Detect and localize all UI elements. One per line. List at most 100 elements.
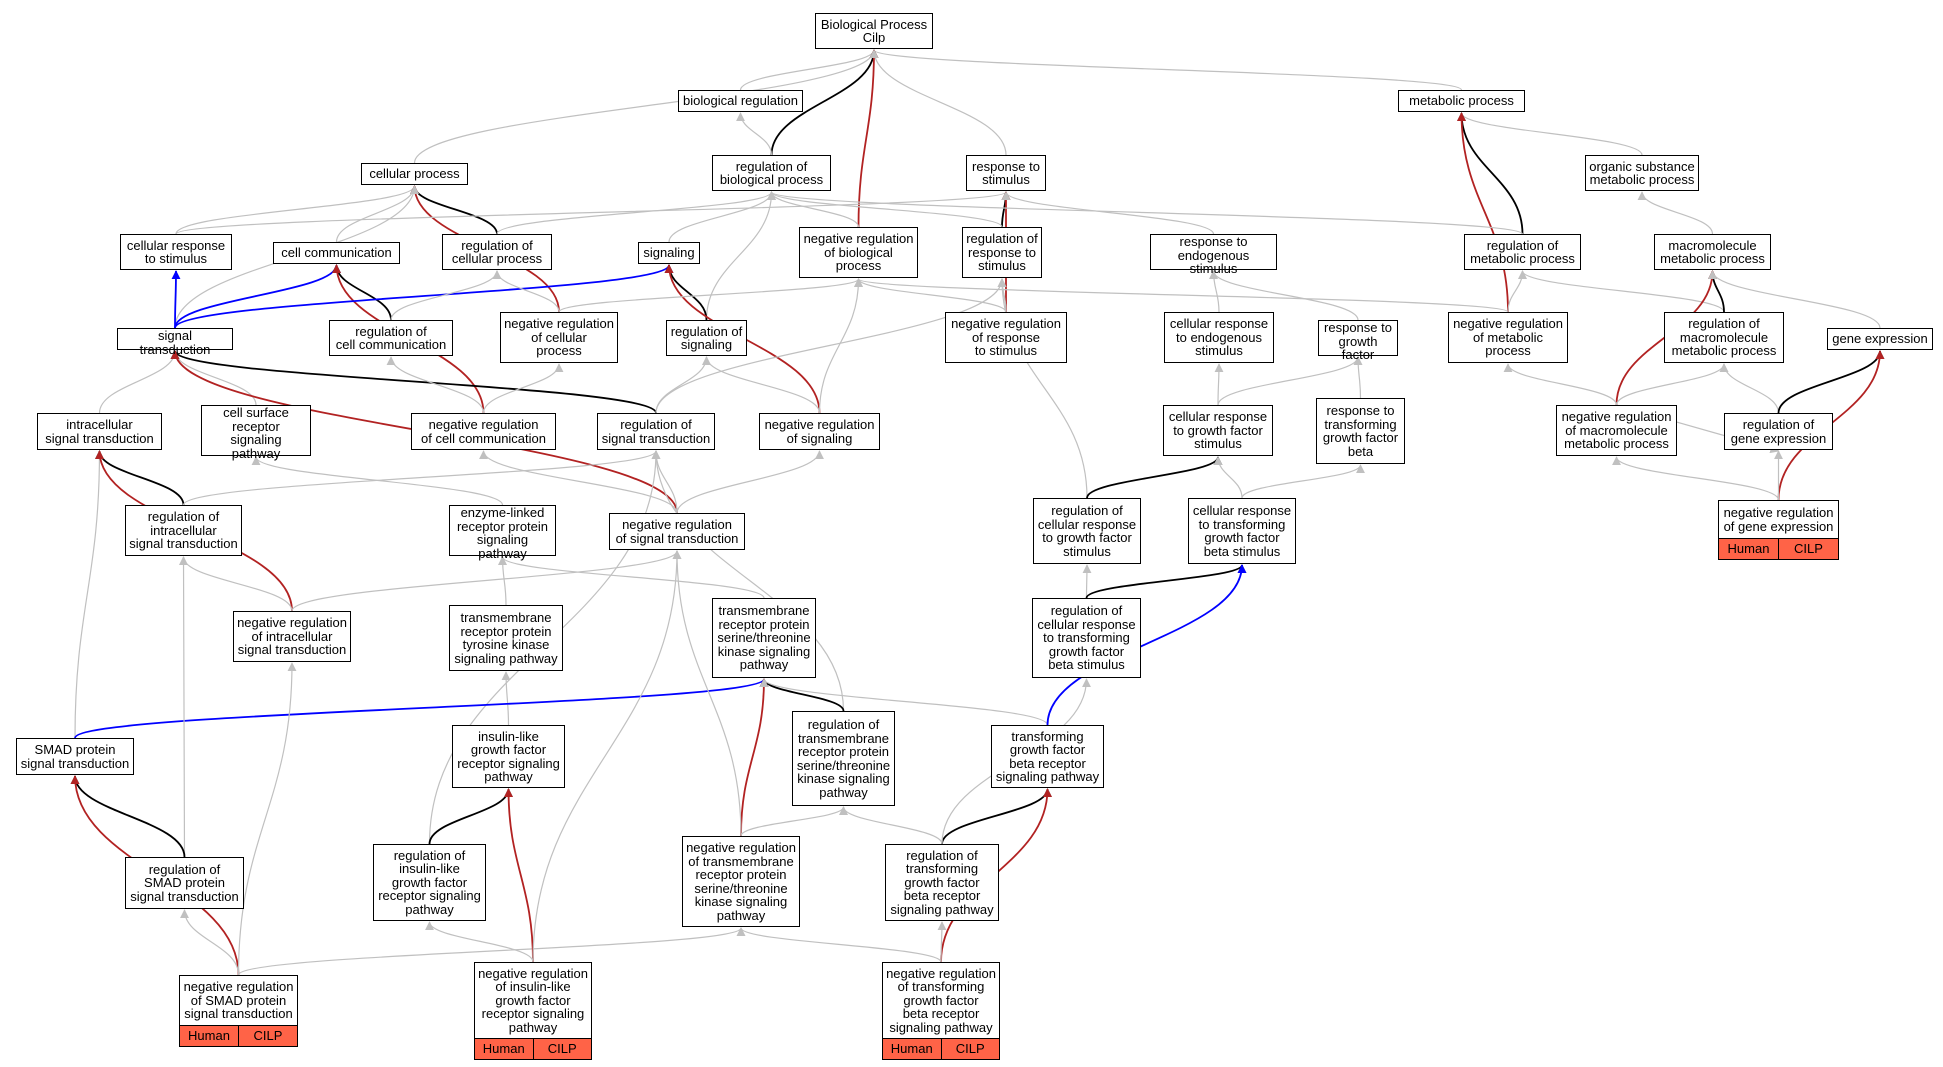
- go-term-node-cellular-process[interactable]: cellular process: [361, 163, 468, 185]
- go-term-node-negative-regulation-of-transmembrane-receptor-pr[interactable]: negative regulation of transmembrane rec…: [682, 836, 800, 927]
- go-term-node-regulation-of-cellular-response-to-transforming-[interactable]: regulation of cellular response to trans…: [1032, 598, 1141, 678]
- go-term-node-negative-regulation-of-smad-protein-signal-trans[interactable]: negative regulation of SMAD protein sign…: [179, 975, 298, 1047]
- edge-is-a: [179, 556, 293, 612]
- go-term-node-regulation-of-cellular-process[interactable]: regulation of cellular process: [442, 234, 552, 270]
- go-term-label: negative regulation of cellular process: [504, 316, 614, 359]
- edge-is-a: [1082, 564, 1092, 599]
- go-term-node-regulation-of-biological-process[interactable]: regulation of biological process: [712, 155, 831, 191]
- go-term-label: negative regulation of signaling: [764, 417, 875, 446]
- go-term-node-macromolecule-metabolic-process[interactable]: macromolecule metabolic process: [1654, 234, 1771, 270]
- go-term-label: regulation of intracellular signal trans…: [129, 509, 238, 552]
- go-term-node-negative-regulation-of-macromolecule-metabolic-p[interactable]: negative regulation of macromolecule met…: [1556, 405, 1677, 456]
- go-term-node-response-to-stimulus[interactable]: response to stimulus: [966, 155, 1046, 191]
- go-term-node-transforming-growth-factor-beta-receptor-signali[interactable]: transforming growth factor beta receptor…: [991, 725, 1104, 788]
- go-term-node-negative-regulation-of-intracellular-signal-tran[interactable]: negative regulation of intracellular sig…: [233, 611, 351, 662]
- go-term-node-cell-communication[interactable]: cell communication: [273, 242, 400, 264]
- go-term-label: cell communication: [281, 245, 392, 261]
- edge-is-a: [1719, 363, 1780, 414]
- edge-is-a: [335, 185, 419, 243]
- edge-is-a: [251, 456, 504, 506]
- go-term-node-negative-regulation-of-biological-process[interactable]: negative regulation of biological proces…: [799, 227, 918, 278]
- go-term-node-cellular-response-to-growth-factor-stimulus[interactable]: cellular response to growth factor stimu…: [1163, 405, 1273, 456]
- go-term-node-gene-expression[interactable]: gene expression: [1827, 328, 1933, 350]
- go-term-node-cellular-response-to-stimulus[interactable]: cellular response to stimulus: [120, 234, 232, 270]
- go-term-node-regulation-of-intracellular-signal-transduction[interactable]: regulation of intracellular signal trans…: [125, 505, 242, 556]
- go-term-node-negative-regulation-of-signaling[interactable]: negative regulation of signaling: [759, 413, 880, 450]
- edge-positively-regulates: [1046, 564, 1247, 726]
- go-term-node-organic-substance-metabolic-process[interactable]: organic substance metabolic process: [1585, 155, 1699, 191]
- go-term-label: signal transduction: [139, 328, 211, 357]
- edge-is-a: [651, 450, 845, 712]
- go-term-label: cellular response to stimulus: [126, 237, 226, 266]
- edge-is-a: [655, 278, 1007, 414]
- annotation-species: Human: [890, 1041, 933, 1057]
- edge-is-a: [676, 450, 824, 514]
- go-term-node-regulation-of-gene-expression[interactable]: regulation of gene expression: [1724, 413, 1833, 450]
- edge-negatively-regulates: [504, 788, 534, 963]
- edge-part-of: [170, 350, 657, 414]
- go-term-node-biological-regulation[interactable]: biological regulation: [678, 90, 803, 112]
- go-term-node-negative-regulation-of-cellular-process[interactable]: negative regulation of cellular process: [500, 312, 618, 363]
- go-term-label: negative regulation of intracellular sig…: [237, 615, 347, 658]
- go-term-node-regulation-of-smad-protein-signal-transduction[interactable]: regulation of SMAD protein signal transd…: [125, 857, 244, 909]
- edge-is-a: [1507, 270, 1527, 313]
- go-term-node-regulation-of-transmembrane-receptor-protein-ser[interactable]: regulation of transmembrane receptor pro…: [792, 711, 895, 806]
- go-term-node-negative-regulation-of-signal-transduction[interactable]: negative regulation of signal transducti…: [609, 513, 745, 550]
- go-term-label: regulation of cell communication: [335, 323, 447, 352]
- go-term-node-regulation-of-cell-communication[interactable]: regulation of cell communication: [329, 320, 453, 356]
- edge-is-a: [869, 49, 1007, 156]
- go-term-node-response-to-transforming-growth-factor-beta[interactable]: response to transforming growth factor b…: [1316, 398, 1405, 464]
- go-term-node-negative-regulation-of-insulin-like-growth-facto[interactable]: negative regulation of insulin-like grow…: [474, 962, 592, 1060]
- go-term-node-cell-surface-receptor-signaling-pathway[interactable]: cell surface receptor signaling pathway: [201, 405, 311, 460]
- go-term-node-metabolic-process[interactable]: metabolic process: [1398, 90, 1525, 112]
- go-term-node-negative-regulation-of-transforming-growth-facto[interactable]: negative regulation of transforming grow…: [882, 962, 1000, 1060]
- edge-negatively-regulates: [740, 678, 769, 837]
- edge-is-a: [482, 363, 564, 414]
- go-term-node-regulation-of-metabolic-process[interactable]: regulation of metabolic process: [1464, 234, 1581, 270]
- go-term-node-biological-process-cilp[interactable]: Biological Process Cilp: [815, 13, 933, 49]
- go-term-label: negative regulation of response to stimu…: [951, 316, 1061, 359]
- annotation-gene: CILP: [238, 1026, 297, 1046]
- go-term-node-response-to-growth-factor[interactable]: response to growth factor: [1318, 320, 1398, 361]
- edge-is-a: [1637, 191, 1714, 235]
- go-term-node-regulation-of-transforming-growth-factor-beta-re[interactable]: regulation of transforming growth factor…: [885, 844, 999, 921]
- go-term-node-insulin-like-growth-factor-receptor-signaling-pa[interactable]: insulin-like growth factor receptor sign…: [452, 725, 565, 788]
- go-term-label: enzyme-linked receptor protein signaling…: [456, 505, 549, 561]
- go-term-node-regulation-of-insulin-like-growth-factor-recepto[interactable]: regulation of insulin-like growth factor…: [373, 844, 486, 921]
- edge-is-a: [1217, 356, 1363, 406]
- go-term-node-regulation-of-response-to-stimulus[interactable]: regulation of response to stimulus: [962, 227, 1042, 278]
- edge-is-a: [997, 278, 1007, 313]
- go-term-node-signal-transduction[interactable]: signal transduction: [117, 328, 233, 356]
- go-term-label: regulation of gene expression: [1730, 417, 1827, 446]
- go-term-node-regulation-of-signal-transduction[interactable]: regulation of signal transduction: [597, 413, 715, 450]
- go-term-node-intracellular-signal-transduction[interactable]: intracellular signal transduction: [37, 413, 162, 450]
- edge-is-a: [854, 278, 1509, 313]
- go-term-node-regulation-of-signaling[interactable]: regulation of signaling: [666, 320, 747, 356]
- go-term-node-smad-protein-signal-transduction[interactable]: SMAD protein signal transduction: [16, 738, 134, 775]
- go-term-node-regulation-of-cellular-response-to-growth-factor[interactable]: regulation of cellular response to growt…: [1033, 498, 1141, 564]
- go-term-node-transmembrane-receptor-protein-serine-threonine-[interactable]: transmembrane receptor protein serine/th…: [712, 598, 816, 678]
- go-term-node-negative-regulation-of-metabolic-process[interactable]: negative regulation of metabolic process: [1448, 312, 1568, 363]
- go-term-node-cellular-response-to-endogenous-stimulus[interactable]: cellular response to endogenous stimulus: [1164, 312, 1274, 363]
- go-term-node-negative-regulation-of-response-to-stimulus[interactable]: negative regulation of response to stimu…: [945, 312, 1067, 363]
- go-term-label: regulation of response to stimulus: [966, 231, 1038, 274]
- go-term-node-signaling[interactable]: signaling: [638, 242, 700, 264]
- go-term-node-negative-regulation-of-cell-communication[interactable]: negative regulation of cell communicatio…: [411, 413, 556, 450]
- go-term-label: regulation of cellular process: [451, 237, 543, 266]
- annotation-species: Human: [1727, 541, 1770, 557]
- edge-is-a: [702, 356, 821, 414]
- go-term-node-cellular-response-to-transforming-growth-factor-[interactable]: cellular response to transforming growth…: [1188, 498, 1296, 564]
- go-term-label: transforming growth factor beta receptor…: [995, 728, 1100, 784]
- go-term-node-transmembrane-receptor-protein-tyrosine-kinase-s[interactable]: transmembrane receptor protein tyrosine …: [449, 605, 563, 671]
- edge-is-a: [854, 278, 1007, 313]
- go-term-node-response-to-endogenous-stimulus[interactable]: response to endogenous stimulus: [1150, 234, 1277, 275]
- go-term-node-regulation-of-macromolecule-metabolic-process[interactable]: regulation of macromolecule metabolic pr…: [1664, 312, 1784, 363]
- go-term-label: SMAD protein signal transduction: [20, 742, 130, 771]
- edge-is-a: [1503, 363, 1618, 406]
- go-term-node-enzyme-linked-receptor-protein-signaling-pathway[interactable]: enzyme-linked receptor protein signaling…: [449, 505, 556, 560]
